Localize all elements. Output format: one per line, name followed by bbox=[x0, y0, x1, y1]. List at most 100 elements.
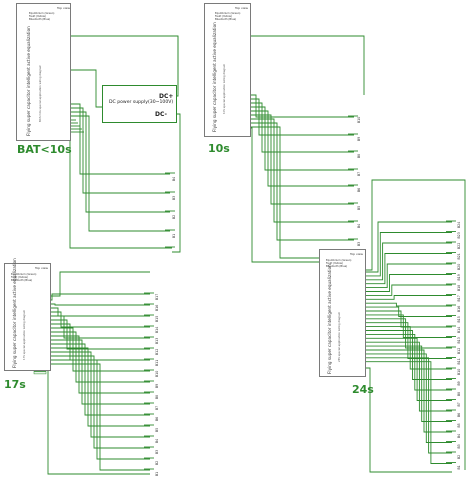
battery-label-B12: B12 bbox=[457, 348, 461, 354]
wire-24s bbox=[364, 345, 452, 422]
wire-24s bbox=[364, 306, 452, 317]
battery-label-B5: B5 bbox=[155, 428, 159, 432]
battery-label-B12: B12 bbox=[155, 349, 159, 355]
legend-bluetooth: Bluetooth (Blue) bbox=[11, 279, 33, 283]
module-17s: Top view Equilibrium (Green) Fault (Yell… bbox=[4, 258, 51, 371]
battery-label-B4: B4 bbox=[155, 439, 159, 443]
top-view-label: Top view bbox=[57, 6, 70, 10]
battery-label-B1: B1 bbox=[172, 234, 176, 238]
legend: Equilibrium (Green) Fault (Yellow) Bluet… bbox=[326, 259, 351, 269]
psu-link-wire bbox=[70, 69, 102, 108]
wire-17s-top bbox=[46, 271, 150, 297]
wire-17s bbox=[46, 331, 150, 383]
wire-24s bbox=[364, 263, 452, 289]
battery-label-B9: B9 bbox=[357, 137, 361, 141]
module-subtitle: 10S special application wiring diagram bbox=[223, 63, 226, 114]
wire-24s bbox=[364, 333, 452, 391]
module-title: Flying super capacitor intelligent activ… bbox=[327, 264, 332, 374]
legend-fault: Fault (Yellow) bbox=[29, 15, 47, 19]
battery-wire bbox=[70, 115, 170, 232]
battery-label-B2: B2 bbox=[172, 215, 176, 219]
module-24s: Top view Equilibrium (Green) Fault (Yell… bbox=[319, 249, 366, 377]
wire-10s bbox=[250, 94, 354, 118]
battery-label-B5: B5 bbox=[357, 206, 361, 210]
wire-24s bbox=[364, 284, 452, 296]
battery-label-B8: B8 bbox=[357, 154, 361, 158]
battery-wire bbox=[70, 103, 170, 175]
wire-10s-top bbox=[250, 35, 365, 95]
wire-10s bbox=[250, 106, 354, 171]
battery-label-B16: B16 bbox=[155, 305, 159, 311]
legend-bluetooth: Bluetooth (Blue) bbox=[326, 265, 348, 269]
wire-24s bbox=[364, 232, 452, 277]
wire-24s bbox=[364, 295, 452, 300]
wire-24s bbox=[364, 353, 452, 443]
wire-17s bbox=[46, 351, 150, 438]
legend-equilibrium: Equilibrium (Green) bbox=[11, 273, 37, 276]
battery-label-B22: B22 bbox=[457, 243, 461, 249]
wire-17s bbox=[46, 343, 150, 416]
wire-24s bbox=[364, 361, 452, 464]
battery-label-B11: B11 bbox=[155, 360, 159, 366]
battery-label-B15: B15 bbox=[457, 316, 461, 322]
wire-17s bbox=[46, 335, 150, 394]
dc-minus-label: DC- bbox=[155, 111, 168, 118]
dc-plus-label: DC+ bbox=[159, 93, 174, 100]
wire-24s bbox=[364, 357, 452, 454]
battery-label-B1: B1 bbox=[457, 465, 461, 469]
legend: Equilibrium (Green) Fault (Yellow) Bluet… bbox=[11, 273, 36, 283]
top-view-label: Top view bbox=[350, 252, 363, 256]
legend-fault: Fault (Yellow) bbox=[215, 15, 233, 19]
battery-wire bbox=[70, 107, 170, 194]
wire-10s bbox=[250, 110, 354, 187]
legend-equilibrium: Equilibrium (Green) bbox=[29, 12, 55, 15]
battery-label-B3: B3 bbox=[155, 450, 159, 454]
legend: Equilibrium (Green) Fault (Yellow) Bluet… bbox=[215, 12, 240, 22]
wire-17s bbox=[46, 323, 150, 361]
case-label-17s: 17s bbox=[4, 378, 26, 391]
wire-17s bbox=[46, 303, 150, 306]
legend-fault: Fault (Yellow) bbox=[11, 276, 29, 280]
module-title: Flying super capacitor intelligent activ… bbox=[26, 26, 31, 136]
legend-bluetooth: Bluetooth (Blue) bbox=[215, 18, 237, 22]
module-subtitle: 17S special application wiring diagram bbox=[23, 309, 26, 360]
battery-label-B2: B2 bbox=[457, 455, 461, 459]
wire-24s bbox=[364, 337, 452, 401]
module-10s: Top view Equilibrium (Green) Fault (Yell… bbox=[204, 3, 251, 137]
battery-wire bbox=[70, 111, 170, 213]
wire-17s bbox=[46, 327, 150, 372]
wire-24s bbox=[364, 341, 452, 412]
wire-24s-top bbox=[364, 179, 466, 470]
psu-plus-wire bbox=[70, 35, 179, 90]
wire-24s bbox=[364, 221, 452, 273]
battery-label-B10: B10 bbox=[457, 369, 461, 375]
terminal-pin bbox=[33, 371, 47, 375]
wire-17s bbox=[46, 307, 150, 317]
module-bat10: Top view Equilibrium (Green) Fault (Yell… bbox=[16, 3, 71, 141]
battery-minus-wire bbox=[69, 134, 172, 249]
battery-label-B9: B9 bbox=[457, 381, 461, 385]
wire-17s bbox=[46, 319, 150, 350]
wire-17s bbox=[46, 355, 150, 449]
wire-10s bbox=[250, 102, 354, 153]
case-label-10s: 10s bbox=[208, 142, 230, 155]
battery-label-B24: B24 bbox=[457, 222, 461, 228]
case-label-24s: 24s bbox=[352, 383, 374, 396]
battery-label-B23: B23 bbox=[457, 232, 461, 238]
module-title: Flying super capacitor intelligent activ… bbox=[12, 258, 17, 368]
top-view-label: Top view bbox=[35, 266, 48, 270]
battery-label-B13: B13 bbox=[457, 337, 461, 343]
psu-label: DC power supply(30~100V) bbox=[109, 100, 174, 105]
wire-17s-bottom bbox=[46, 369, 150, 475]
case-label-bat10: BAT<10s bbox=[17, 143, 72, 156]
battery-label-B3: B3 bbox=[172, 196, 176, 200]
wire-17s bbox=[46, 315, 150, 339]
battery-label-B6: B6 bbox=[457, 413, 461, 417]
dc-power-supply: DC power supply(30~100V) DC+ DC- bbox=[102, 85, 177, 123]
battery-label-B6: B6 bbox=[155, 417, 159, 421]
wire-24s bbox=[364, 253, 452, 285]
battery-label-B19: B19 bbox=[457, 274, 461, 280]
battery-label-B20: B20 bbox=[457, 264, 461, 270]
battery-label-B6: B6 bbox=[357, 188, 361, 192]
